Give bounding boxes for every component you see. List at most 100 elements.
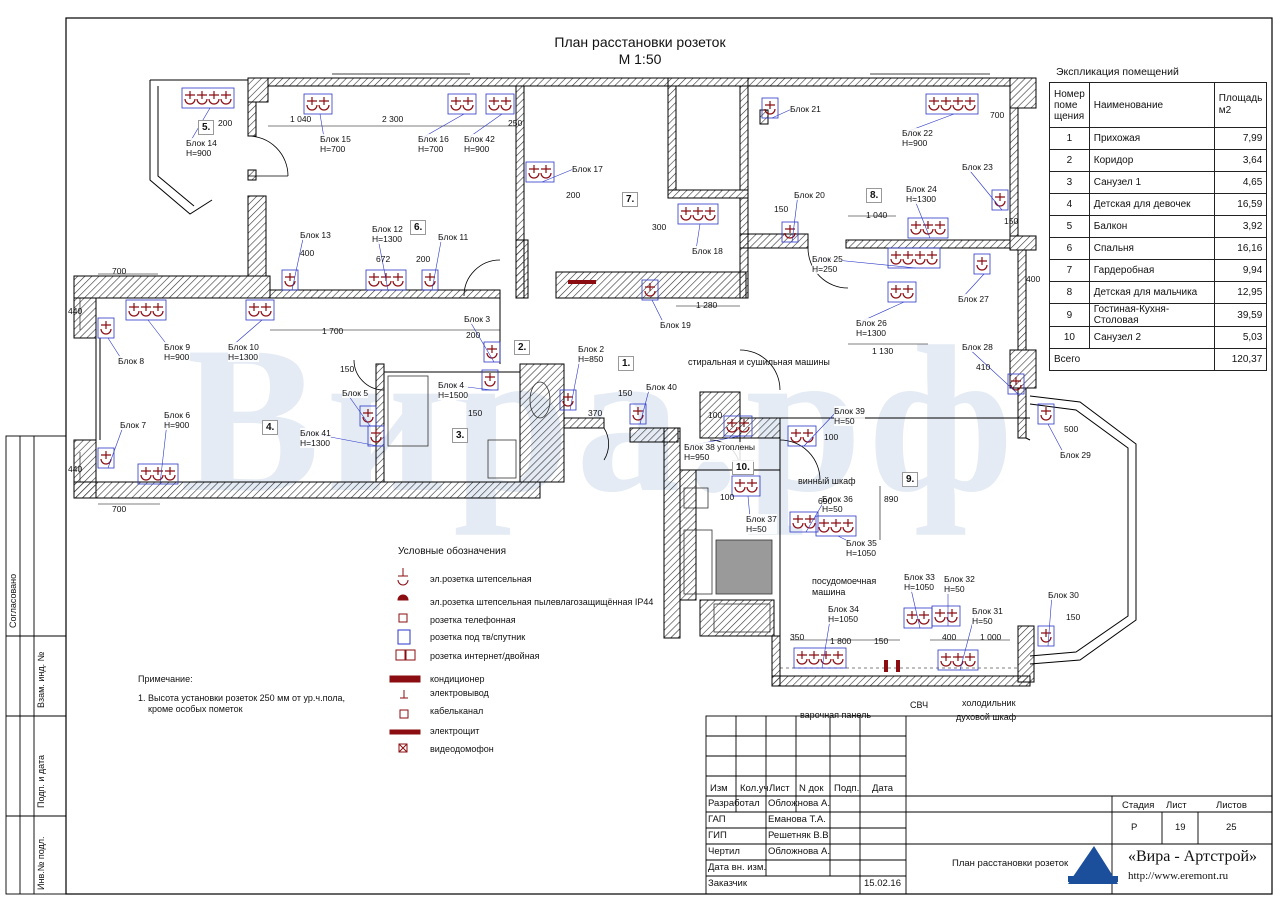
- block-label: Блок 29: [1060, 450, 1091, 460]
- room-name: Санузел 1: [1088, 171, 1215, 194]
- socket-symbol: [922, 221, 934, 235]
- block-height: H=700: [418, 144, 444, 154]
- plan-title: План расстановки розеток: [554, 34, 726, 50]
- dimension-value: 200: [466, 330, 481, 340]
- dimension-value: 400: [1026, 274, 1041, 284]
- dimension-value: 150: [618, 388, 633, 398]
- block-label: Блок 17: [572, 164, 603, 174]
- block-name: Блок 17: [572, 164, 603, 174]
- room-number: 10: [1049, 326, 1090, 349]
- block-leader: [107, 423, 125, 469]
- socket-symbol: [934, 609, 946, 623]
- block-frame: [973, 253, 991, 275]
- bay-window: [1029, 395, 1137, 665]
- fridge-label: холодильник: [962, 698, 1016, 708]
- block-leader: [541, 167, 577, 183]
- panel-markers: [568, 280, 900, 672]
- block-height: H=50: [834, 416, 855, 426]
- block-frame: [641, 279, 659, 301]
- socket-symbol: [764, 101, 776, 115]
- socket-symbol: [934, 221, 946, 235]
- room-name: Балкон: [1088, 215, 1215, 238]
- block-frame: [97, 447, 115, 469]
- socket-symbol: [910, 221, 922, 235]
- block-name: Блок 12: [372, 224, 403, 234]
- socket-symbol: [790, 429, 802, 443]
- microwave-label: СВЧ: [910, 700, 929, 710]
- room-area: 9,94: [1213, 259, 1268, 282]
- stamp-grid: [705, 715, 1273, 895]
- room-name: Прихожая: [1088, 127, 1215, 150]
- block-name: Блок 27: [958, 294, 989, 304]
- socket-symbol: [726, 419, 738, 433]
- socket-symbol: [964, 97, 976, 111]
- block-frame: [281, 269, 299, 291]
- room-number: 6: [1049, 237, 1090, 260]
- room-label: 10.: [732, 460, 754, 475]
- room-label: 5.: [198, 120, 215, 135]
- stamp-header-cell: Подп.: [834, 783, 860, 794]
- room-number: 3: [1049, 171, 1090, 194]
- socket-symbol: [248, 303, 260, 317]
- block-name: Блок 35: [846, 538, 877, 548]
- dimension-value: 150: [340, 364, 355, 374]
- block-name: Блок 18: [692, 246, 723, 256]
- socket-symbol: [680, 207, 692, 221]
- dimension-value: 300: [652, 222, 667, 232]
- sheet-value: 19: [1175, 822, 1186, 833]
- block-frame: [525, 161, 555, 183]
- block-label: Блок 30: [1048, 590, 1079, 600]
- block-leader: [147, 319, 169, 347]
- block-label: Блок 21: [790, 104, 821, 114]
- block-name: Блок 8: [118, 356, 145, 366]
- socket-symbol: [450, 97, 462, 111]
- socket-symbol: [734, 479, 746, 493]
- sheet-label: Лист: [1166, 800, 1187, 811]
- room-number: 2: [1049, 149, 1090, 172]
- block-name: Блок 7: [120, 420, 147, 430]
- block-name: Блок 15: [320, 134, 351, 144]
- socket-symbol: [632, 407, 644, 421]
- block-frame: [781, 221, 799, 243]
- socket-symbol: [902, 285, 914, 299]
- socket-symbol: [842, 519, 854, 533]
- block-name: Блок 2: [578, 344, 605, 354]
- room-name: Коридор: [1088, 149, 1215, 172]
- partition-lines: [96, 197, 1031, 676]
- block-frame: [137, 463, 179, 485]
- block-label: Блок 5: [342, 388, 369, 398]
- socket-symbol: [792, 515, 804, 529]
- stamp-header-cell: Кол.уч: [740, 783, 769, 794]
- dimension-value: 500: [1064, 424, 1079, 434]
- block-leader: [231, 319, 263, 347]
- block-frame: [1037, 403, 1055, 425]
- dimension-value: 2 300: [382, 114, 404, 124]
- block-height: H=1300: [856, 328, 887, 338]
- socket-symbol: [940, 97, 952, 111]
- block-label: Блок 13: [300, 230, 331, 240]
- room-area: 3,92: [1213, 215, 1268, 238]
- socket-symbol: [128, 303, 140, 317]
- block-height: H=50: [822, 504, 843, 514]
- dimension-value: 100: [708, 410, 723, 420]
- stamp-header-cell: Дата: [872, 783, 894, 794]
- legend-item: розетка интернет/двойная: [430, 651, 540, 661]
- block-name: Блок 37: [746, 514, 777, 524]
- socket-symbol: [906, 611, 918, 625]
- block-label: Блок 18: [692, 246, 723, 256]
- block-name: Блок 3: [464, 314, 491, 324]
- room-label: 9.: [902, 472, 919, 487]
- socket-symbol: [220, 91, 232, 105]
- socket-symbol: [500, 97, 512, 111]
- socket-symbol: [808, 651, 820, 665]
- block-frame: [731, 475, 761, 497]
- block-frame: [787, 425, 817, 447]
- socket-symbol: [196, 91, 208, 105]
